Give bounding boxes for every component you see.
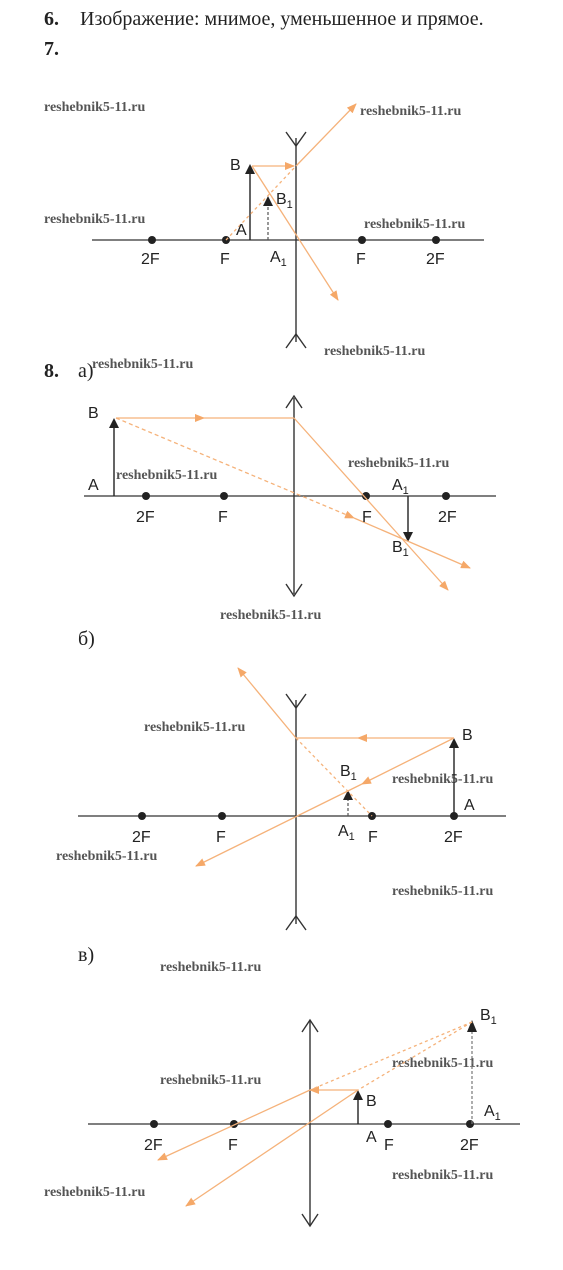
label-2f-left: 2F (136, 509, 155, 526)
image-arrow-head (403, 532, 413, 542)
point-f-left (218, 812, 226, 820)
point-f-right (384, 1120, 392, 1128)
label-a: A (88, 477, 99, 494)
watermark: reshebnik5-11.ru (56, 849, 158, 864)
point-f-left (220, 492, 228, 500)
object-arrow-head (109, 418, 119, 428)
label-2f-right: 2F (460, 1137, 479, 1154)
item-6-text: Изображение: мнимое, уменьшенное и прямо… (80, 8, 484, 30)
point-2f-left (142, 492, 150, 500)
label-2f-right: 2F (444, 829, 463, 846)
diverging-lens (285, 131, 307, 349)
point-2f-right (432, 236, 440, 244)
watermark: reshebnik5-11.ru (392, 884, 494, 899)
point-2f-left (148, 236, 156, 244)
item-8-sub-v: в) (78, 944, 95, 966)
watermark: reshebnik5-11.ru (360, 104, 462, 119)
rays (195, 667, 455, 867)
point-2f-right (442, 492, 450, 500)
watermark: reshebnik5-11.ru (160, 1073, 262, 1088)
label-a: A (366, 1129, 377, 1146)
label-a: A (236, 222, 247, 239)
watermark: reshebnik5-11.ru (44, 212, 146, 227)
label-b1: B1 (480, 1007, 497, 1027)
watermark: reshebnik5-11.ru (160, 960, 262, 975)
label-2f-left: 2F (144, 1137, 163, 1154)
watermark: reshebnik5-11.ru (324, 344, 426, 359)
point-f-right (362, 492, 370, 500)
object-arrow-head (353, 1090, 363, 1100)
watermark: reshebnik5-11.ru (92, 357, 194, 372)
diagram-8v: B A B1 A1 2F F F 2F (88, 1007, 520, 1228)
rays (157, 1021, 473, 1207)
label-f-left: F (220, 251, 230, 268)
label-b: B (462, 727, 473, 744)
label-a: A (464, 797, 475, 814)
item-8-number: 8. (44, 360, 59, 382)
label-2f-right: 2F (438, 509, 457, 526)
rays (225, 103, 357, 301)
label-b1: B1 (340, 763, 357, 783)
watermark: reshebnik5-11.ru (392, 772, 494, 787)
image-arrow-head (467, 1020, 477, 1032)
label-a1: A1 (270, 249, 287, 269)
label-b: B (88, 405, 99, 422)
point-f-right (358, 236, 366, 244)
item-7-number: 7. (44, 38, 59, 60)
label-f-right: F (368, 829, 378, 846)
label-b: B (230, 157, 241, 174)
watermark: reshebnik5-11.ru (116, 468, 218, 483)
object-arrow-head (245, 164, 255, 174)
watermark: reshebnik5-11.ru (44, 100, 146, 115)
label-f-right: F (356, 251, 366, 268)
label-b1: B1 (392, 539, 409, 559)
label-f-left: F (216, 829, 226, 846)
label-a1: A1 (484, 1103, 501, 1123)
diagram-8a: A B 2F F F 2F A1 B1 (84, 394, 496, 598)
image-arrow-head (343, 790, 353, 800)
label-2f-left: 2F (132, 829, 151, 846)
point-2f-left (138, 812, 146, 820)
diagram-8b: B A B1 A1 2F F F 2F (78, 667, 506, 931)
item-8-sub-a: а) (78, 360, 94, 382)
watermark: reshebnik5-11.ru (392, 1056, 494, 1071)
watermark: reshebnik5-11.ru (44, 1185, 146, 1200)
label-f-left: F (218, 509, 228, 526)
watermark: reshebnik5-11.ru (220, 608, 322, 623)
point-2f-right (466, 1120, 474, 1128)
point-2f-left (150, 1120, 158, 1128)
watermark: reshebnik5-11.ru (348, 456, 450, 471)
label-a1: A1 (338, 823, 355, 843)
label-f-left: F (228, 1137, 238, 1154)
label-a1: A1 (392, 477, 409, 497)
label-f-right: F (362, 509, 372, 526)
watermark: reshebnik5-11.ru (392, 1168, 494, 1183)
label-2f-left: 2F (141, 251, 160, 268)
rays (115, 414, 471, 591)
converging-lens (285, 394, 303, 598)
item-8-sub-b: б) (78, 628, 95, 650)
label-b: B (366, 1093, 377, 1110)
label-f-right: F (384, 1137, 394, 1154)
watermark: reshebnik5-11.ru (144, 720, 246, 735)
diagram-7: 2F F F 2F A B B1 A1 (92, 103, 484, 349)
object-arrow-head (449, 738, 459, 748)
image-arrow-head (263, 196, 273, 206)
item-6-number: 6. (44, 8, 59, 30)
label-2f-right: 2F (426, 251, 445, 268)
label-b1: B1 (276, 191, 293, 211)
watermark: reshebnik5-11.ru (364, 217, 466, 232)
